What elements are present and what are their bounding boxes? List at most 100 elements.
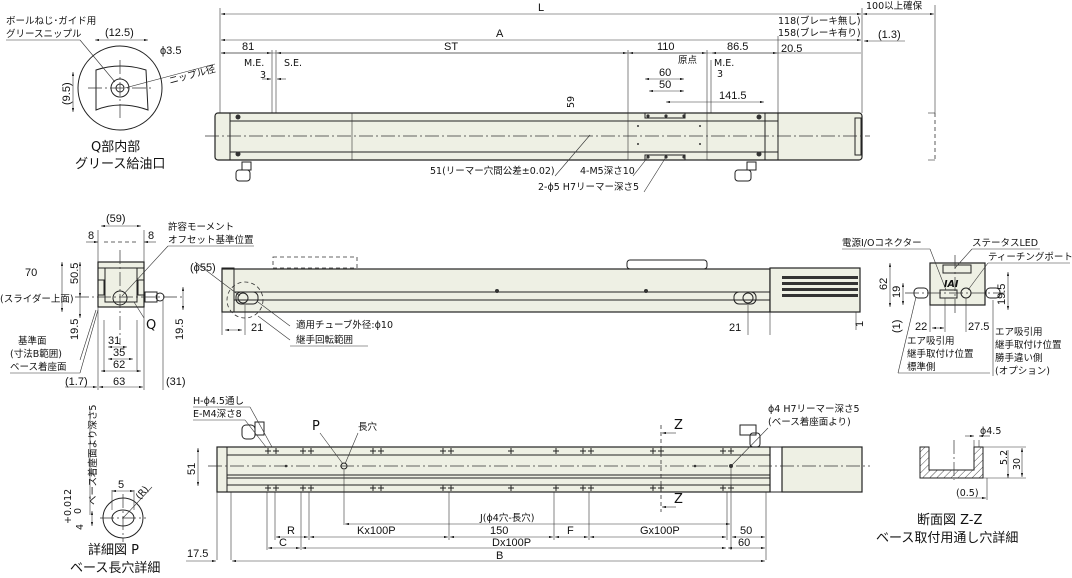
- dimension-b-range-label: (寸法B範囲): [10, 348, 62, 360]
- dim-1-7: (1.7): [65, 376, 88, 388]
- mounting-hole-mark: [588, 448, 594, 454]
- mounting-hole-mark: [650, 485, 656, 491]
- mounting-hole-mark: [300, 448, 306, 454]
- teaching-port-label: ティーチングポート: [988, 251, 1072, 263]
- slot-tolerance-upper: +0.012: [63, 489, 74, 524]
- dim-Dx100P: Dx100P: [492, 537, 531, 549]
- dim-5: 5: [118, 479, 124, 491]
- dim-phi55: (ϕ55): [190, 262, 216, 274]
- dim-60: 60: [659, 67, 671, 79]
- detail-p-base-slot: ベース着座面より深さ5 4 +0.012 0 5 (R) 詳細図 P ベース長穴…: [63, 405, 160, 576]
- dim-1-3: (1.3): [878, 29, 901, 41]
- dim-62: 62: [113, 359, 125, 371]
- side-view: (ϕ55) 21 21 1 適用チューブ外径:ϕ10 継手回転範囲: [190, 256, 866, 347]
- dim-19-5-left: 19.5: [69, 319, 81, 340]
- dim-62-right: 62: [878, 278, 890, 290]
- mounting-hole-mark: [553, 448, 559, 454]
- opt-side-label-2: 継手取付け位置: [995, 339, 1062, 351]
- dim-8-right: 8: [148, 230, 154, 242]
- std-side-label-3: 標準側: [907, 361, 936, 373]
- section-zz-caption-2: ベース取付用通し穴詳細: [876, 530, 1018, 546]
- dim-C: C: [279, 537, 287, 549]
- tube-outer-diameter-label: 適用チューブ外径:ϕ10: [296, 319, 393, 331]
- dim-50-bottom: 50: [740, 525, 752, 537]
- mounting-hole-mark: [508, 485, 514, 491]
- mounting-hole-mark: [273, 448, 279, 454]
- mounting-hole-mark: [588, 485, 594, 491]
- q-marker: Q: [146, 318, 156, 333]
- mounting-holes: [265, 448, 734, 491]
- mounting-hole-mark: [378, 448, 384, 454]
- mounting-hole-mark: [370, 485, 376, 491]
- dim-51: 51: [186, 463, 198, 475]
- section-z-top: Z: [674, 418, 683, 433]
- section-z-z: ϕ4.5 5.2 30 (0.5) 断面図 Z-Z ベース取付用通し穴詳細: [876, 426, 1026, 546]
- detail-p-caption-2: ベース長穴詳細: [70, 560, 160, 576]
- mounting-hole-mark: [448, 485, 454, 491]
- me-left-label: M.E.: [244, 58, 264, 69]
- dim-70: 70: [25, 267, 37, 279]
- dim-31: 31: [108, 335, 120, 347]
- dim-59: 59: [566, 96, 577, 108]
- grease-nipple-label-2: グリースニップル: [6, 28, 82, 40]
- detail-q-caption-2: グリース給油口: [75, 157, 165, 172]
- dim-1: 1: [854, 321, 866, 327]
- slot-label: 長穴: [358, 421, 378, 433]
- depth-from-base-label: ベース着座面より深さ5: [87, 405, 99, 505]
- opt-side-label-3: 勝手違い側: [995, 352, 1043, 364]
- dim-158-with-brake: 158(ブレーキ有り): [778, 27, 861, 39]
- mounting-hole-mark: [378, 485, 384, 491]
- dim-12-5: (12.5): [105, 27, 134, 39]
- detail-p-caption-1: 詳細図 P: [88, 542, 139, 558]
- note-51-reamer-tolerance: 51(リーマー穴間公差±0.02): [430, 165, 555, 177]
- std-side-label-1: エア吸引用: [907, 336, 955, 347]
- se-label: S.E.: [284, 58, 302, 69]
- dim-0-5: (0.5): [956, 488, 979, 499]
- power-io-connector-label: 電源I/Oコネクター: [842, 238, 922, 249]
- actuator-body-top: [214, 112, 863, 161]
- slot-width-4: 4: [75, 524, 86, 530]
- phi4-reamer-label: ϕ4 H7リーマー深さ5: [768, 404, 860, 415]
- mounting-hole-mark: [370, 448, 376, 454]
- dim-ST: ST: [444, 41, 458, 53]
- dim-63: 63: [113, 376, 125, 388]
- status-led-label: ステータスLED: [972, 238, 1038, 249]
- dim-J: J(ϕ4穴-長穴): [479, 512, 534, 524]
- mounting-hole-mark: [720, 485, 726, 491]
- bottom-view: H-ϕ4.5通し E-M4深さ8 P 長穴 ϕ4 H7リーマー深さ5 (ベース着…: [186, 396, 870, 563]
- detail-q-grease-port: ボールねじ･ガイド用 グリースニップル (12.5) (9.5) ϕ3.5 ニッ…: [6, 16, 217, 172]
- mounting-hole-mark: [440, 448, 446, 454]
- note-4-m5: 4-M5深さ10: [580, 166, 635, 177]
- dim-19-5-right: 19.5: [174, 319, 186, 340]
- dim-1-paren: (1): [891, 320, 903, 333]
- mounting-hole-mark: [273, 485, 279, 491]
- phi-3-5: ϕ3.5: [160, 45, 181, 57]
- iai-logo: IAI: [944, 279, 959, 290]
- h-phi4-5-through-label: H-ϕ4.5通し: [193, 396, 244, 407]
- opt-side-label-4: (オプション): [995, 366, 1050, 377]
- dim-35: 35: [113, 347, 125, 359]
- base-seat-surface-label: ベース着座面: [10, 361, 67, 373]
- dim-5-2: 5.2: [999, 450, 1010, 465]
- dim-81: 81: [242, 41, 254, 53]
- dim-B: B: [496, 550, 503, 562]
- mounting-hole-mark: [265, 448, 271, 454]
- mounting-hole-mark: [308, 485, 314, 491]
- mounting-hole-mark: [650, 448, 656, 454]
- opt-side-label-1: エア吸引用: [995, 327, 1043, 338]
- mounting-hole-mark: [440, 485, 446, 491]
- dim-30: 30: [1012, 458, 1023, 470]
- mounting-hole-mark: [580, 485, 586, 491]
- note-2-phi5-reamer: 2-ϕ5 H7リーマー深さ5: [538, 182, 639, 193]
- dim-150: 150: [490, 525, 508, 537]
- dim-Gx100P: Gx100P: [640, 525, 680, 537]
- grease-nipple-label-1: ボールねじ･ガイド用: [6, 16, 96, 27]
- dim-A: A: [496, 28, 504, 40]
- detail-q-caption-1: Q部内部: [91, 139, 140, 155]
- air-fitting-left: [235, 161, 252, 182]
- dim-50-5: 50.5: [69, 263, 81, 284]
- joint-rotation-range-label: 継手回転範囲: [296, 334, 353, 346]
- mounting-hole-mark: [720, 448, 726, 454]
- mounting-hole-mark: [265, 485, 271, 491]
